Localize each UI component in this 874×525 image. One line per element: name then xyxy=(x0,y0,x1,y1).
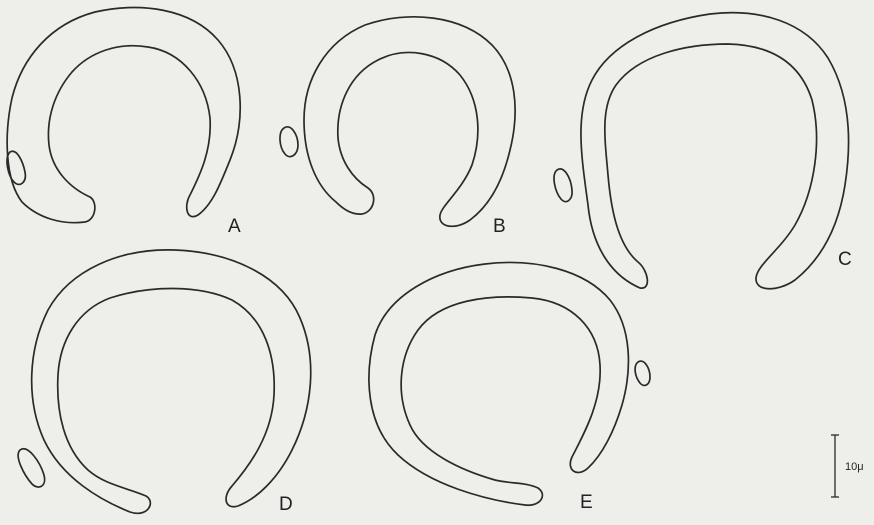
panel-d-small-body xyxy=(18,449,44,487)
panel-b: B xyxy=(280,17,515,237)
panel-b-label: B xyxy=(493,216,506,237)
panel-e: E xyxy=(369,263,650,514)
panel-b-small-body xyxy=(280,127,298,157)
panel-e-ring-outline xyxy=(369,263,628,506)
panel-d-label: D xyxy=(279,494,293,515)
scale-bar: 10μ xyxy=(831,435,864,497)
panel-e-small-body xyxy=(635,361,650,385)
panel-c-ring-outline xyxy=(581,13,849,289)
panel-d: D xyxy=(18,250,311,515)
panel-e-label: E xyxy=(580,492,593,513)
panel-c: C xyxy=(554,13,852,289)
panel-a-label: A xyxy=(228,216,241,237)
panel-a-ring-outline xyxy=(7,8,240,223)
panel-d-ring-outline xyxy=(32,250,311,513)
panel-b-ring-outline xyxy=(304,17,515,227)
panel-c-small-body xyxy=(554,169,572,202)
panel-c-label: C xyxy=(838,249,852,270)
scale-bar-label: 10μ xyxy=(845,461,864,473)
panel-a: A xyxy=(7,8,241,237)
